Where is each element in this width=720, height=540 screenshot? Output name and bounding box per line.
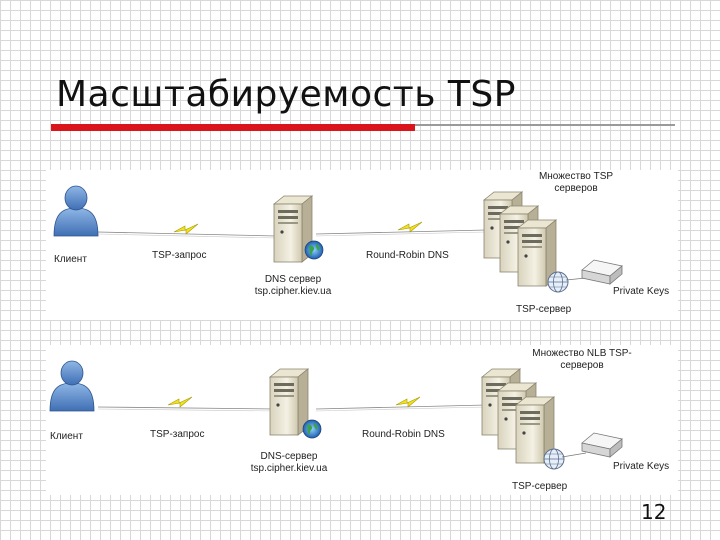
globe-icon	[302, 419, 322, 439]
private-keys-label: Private Keys	[613, 286, 670, 297]
tsp-server-label: TSP-сервер	[512, 481, 568, 492]
round-robin-label: Round-Robin DNS	[366, 250, 449, 261]
diagram-top-graphic	[53, 185, 623, 293]
lightning-icon	[167, 396, 193, 408]
lightning-icon	[173, 223, 199, 235]
dns-server-label: DNS сервер	[264, 274, 322, 285]
dns-server-label: DNS-сервер	[260, 451, 318, 462]
page-number: 12	[641, 500, 667, 524]
server-farm-label-line2: серверов	[560, 360, 604, 371]
dns-host-label: tsp.cipher.kiev.ua	[250, 463, 328, 474]
server-farm-label: Множество TSP	[538, 171, 614, 182]
dns-host-label: tsp.cipher.kiev.ua	[254, 286, 332, 297]
client-icon	[49, 360, 95, 412]
server-farm-label-line2: серверов	[554, 183, 598, 194]
server-farm-label: Множество NLB TSP-	[532, 348, 632, 359]
client-icon	[53, 185, 99, 237]
title-underline-red	[51, 124, 415, 131]
lightning-icon	[395, 396, 421, 408]
private-keys-device-icon	[581, 259, 623, 285]
client-label: Клиент	[54, 254, 87, 265]
title-underline-grey	[415, 124, 675, 126]
diagram-bottom-graphic	[49, 360, 623, 470]
request-label: TSP-запрос	[152, 250, 207, 261]
diagram-top: Клиент TSP-запрос DNS сервер tsp.cipher.…	[46, 170, 678, 320]
tsp-server-label: TSP-сервер	[516, 304, 572, 315]
globe-icon	[304, 240, 324, 260]
lightning-icon	[397, 221, 423, 233]
client-label: Клиент	[50, 431, 83, 442]
private-keys-device-icon	[581, 432, 623, 458]
slide-title: Масштабируемость TSP	[56, 74, 516, 115]
connection-line	[97, 404, 487, 412]
dns-server-icon	[269, 368, 309, 436]
globe-icon	[547, 271, 569, 293]
diagram-bottom: Клиент TSP-запрос DNS-сервер tsp.cipher.…	[46, 345, 678, 495]
connection-line	[97, 229, 487, 239]
round-robin-label: Round-Robin DNS	[362, 429, 445, 440]
private-keys-label: Private Keys	[613, 461, 670, 472]
request-label: TSP-запрос	[150, 429, 205, 440]
globe-icon	[543, 448, 565, 470]
